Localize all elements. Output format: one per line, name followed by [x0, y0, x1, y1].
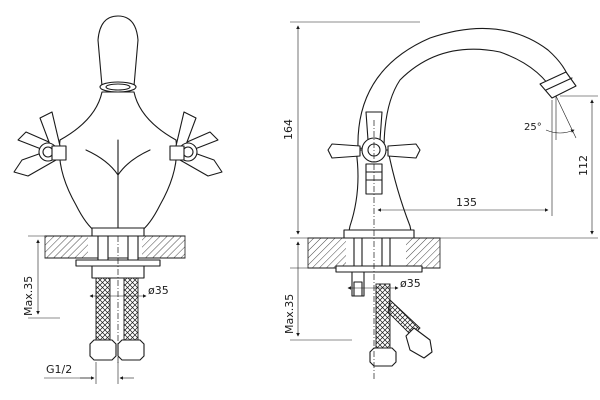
front-thread-dimension: G1/2 — [44, 362, 134, 384]
front-right-handle — [169, 111, 223, 177]
side-max-dimension: Max.35 — [283, 241, 352, 341]
front-left-handle — [13, 111, 67, 177]
side-height-dimension: 164 — [282, 21, 420, 239]
side-reach-label: 135 — [456, 196, 477, 209]
front-max-dimension: Max.35 — [22, 235, 60, 319]
front-diameter-label: ø35 — [148, 284, 169, 297]
side-angle-dimension: 25° — [524, 95, 577, 140]
front-thread-label: G1/2 — [46, 363, 72, 376]
front-view: Max.35 ø35 G1/2 — [13, 15, 223, 384]
front-diameter-dimension: ø35 — [89, 284, 169, 298]
front-faucet-body — [58, 15, 178, 237]
side-angle-label: 25° — [524, 122, 542, 133]
side-reach-dimension: 135 — [377, 100, 553, 216]
side-diameter-dimension: ø35 — [347, 277, 421, 290]
side-diameter-label: ø35 — [400, 277, 421, 290]
side-spout-height-dimension: 112 — [440, 95, 598, 239]
side-under-counter — [335, 237, 433, 367]
side-view: 164 112 135 25° Max.35 — [282, 21, 598, 380]
side-height-label: 164 — [282, 119, 295, 140]
side-spout — [357, 27, 577, 151]
side-spout-height-label: 112 — [577, 155, 590, 176]
front-countertop — [44, 235, 186, 259]
front-max-label: Max.35 — [22, 276, 35, 316]
side-max-label: Max.35 — [283, 294, 296, 334]
